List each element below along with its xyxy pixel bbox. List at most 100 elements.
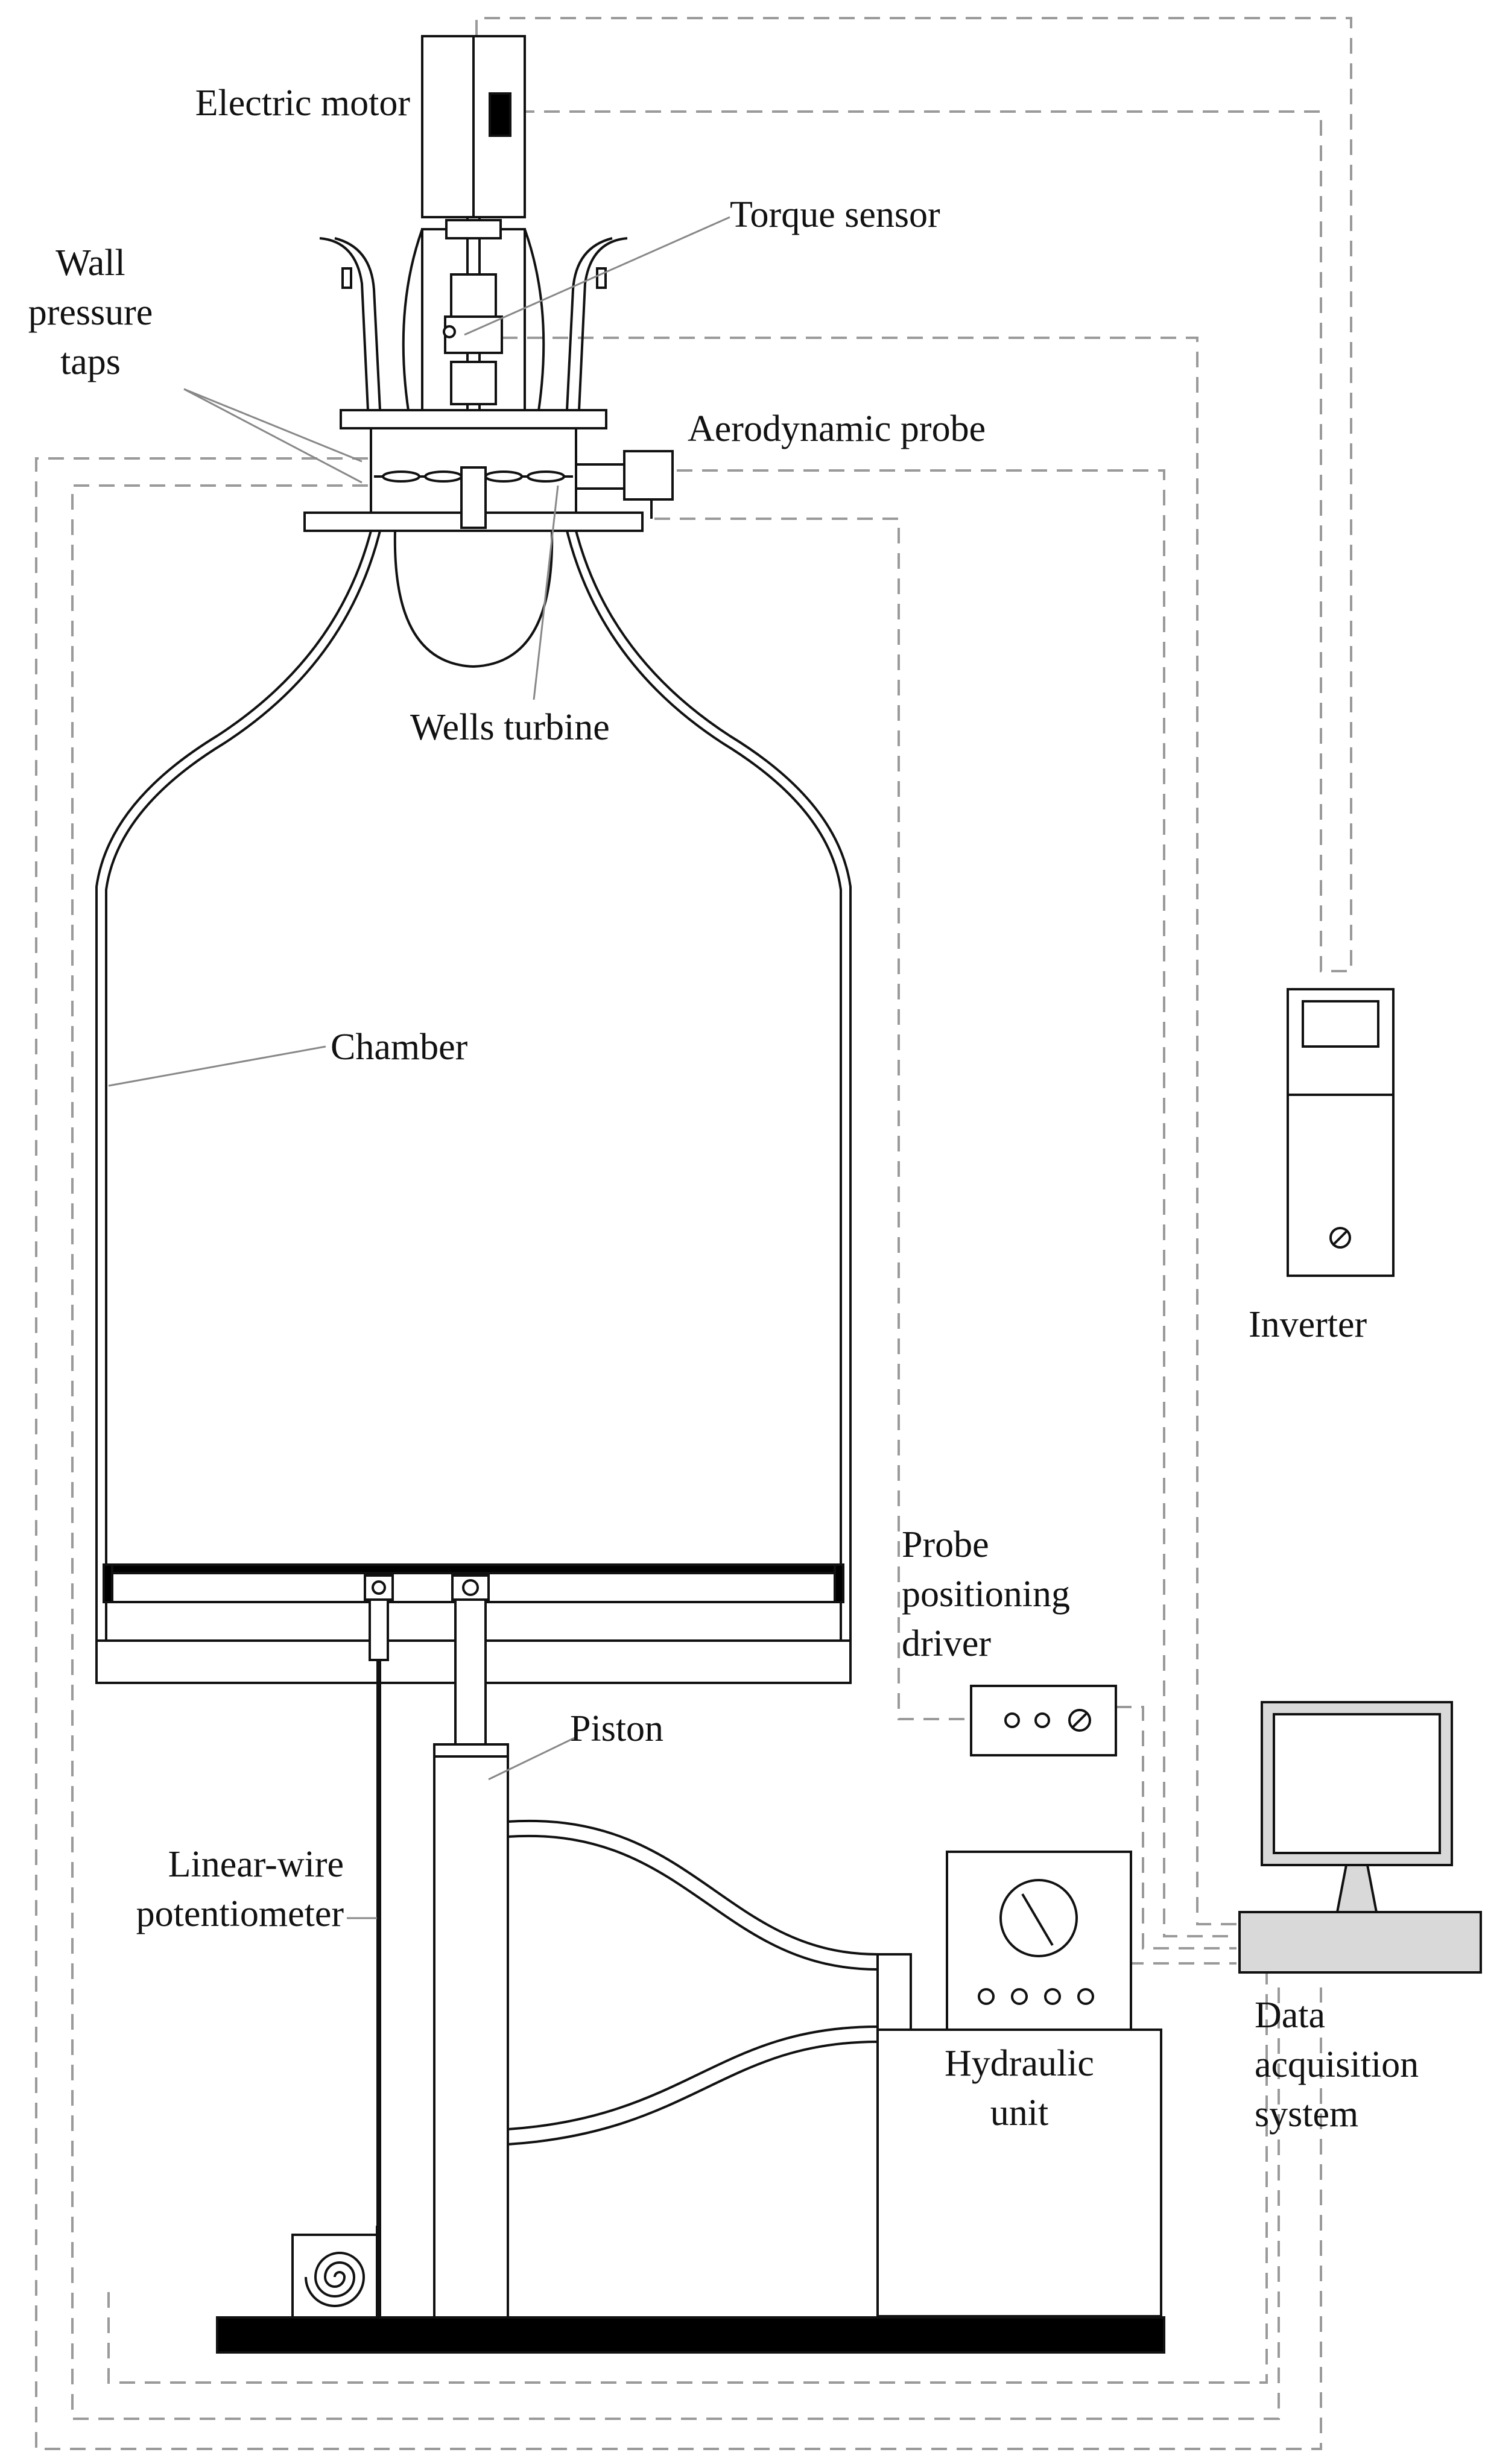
monitor-screen <box>1273 1713 1441 1854</box>
label-probe-positioning-driver-line-2: positioning <box>902 1574 1071 1615</box>
probe-stem <box>575 463 625 490</box>
cable-wall-taps-outer <box>35 457 1322 2450</box>
label-aerodynamic-probe: Aerodynamic probe <box>688 408 986 449</box>
label-wall-pressure-taps: Wall pressure taps <box>0 238 181 387</box>
leader-piston <box>488 1736 577 1781</box>
label-data-acquisition-system-line-2: acquisition <box>1255 2044 1419 2085</box>
piston-head-top <box>103 1563 844 1574</box>
label-hydraulic-unit-line-2: unit <box>990 2092 1049 2133</box>
piston-clamp-pin <box>462 1579 479 1596</box>
cable-wall-taps-inner <box>71 484 1280 2420</box>
leader-wall-taps-1 <box>183 388 363 463</box>
control-knob-4 <box>1077 1988 1094 2005</box>
leader-wall-taps-2 <box>183 388 363 484</box>
cable-motor-inverter <box>475 17 1352 972</box>
cable-potentiometer <box>107 1968 1268 2384</box>
label-probe-positioning-driver: Probe positioning driver <box>902 1520 1070 1668</box>
chamber-inner-wall <box>105 530 381 1641</box>
hose-lower-outer <box>507 2041 878 2146</box>
label-linear-wire-potentiometer-line-1: Linear-wire <box>168 1844 344 1885</box>
label-wall-pressure-taps-line-2: pressure <box>28 292 153 333</box>
pressure-gauge <box>999 1879 1078 1957</box>
label-linear-wire-potentiometer: Linear-wire potentiometer <box>24 1840 344 1939</box>
signal-cables <box>35 17 1352 2450</box>
probe-head <box>623 450 674 501</box>
bellmouth-right <box>578 237 628 411</box>
cable-driver-daq <box>1116 1706 1236 1949</box>
nose-cone <box>393 530 554 668</box>
label-hydraulic-unit-line-1: Hydraulic <box>945 2043 1094 2084</box>
rotor-blade-1 <box>382 470 420 483</box>
motor-frame-cone-left <box>402 229 423 423</box>
label-probe-positioning-driver-line-1: Probe <box>902 1524 989 1565</box>
hydraulic-unit <box>216 1819 1165 2354</box>
leader-torque-sensor <box>464 216 730 336</box>
piston-head-left-edge <box>103 1563 113 1603</box>
intake-tap-right <box>596 267 607 289</box>
probe-driver-led-1 <box>1004 1712 1020 1728</box>
motor-frame-cone-right <box>524 229 545 423</box>
piston-assembly <box>291 1574 509 2320</box>
control-knob-1 <box>978 1988 995 2005</box>
probe-driver <box>970 1685 1117 1756</box>
rotor-blade-4 <box>527 470 565 483</box>
hose-lower-inner <box>507 2025 878 2130</box>
piston-rod <box>454 1598 487 1746</box>
rotor-blade-3 <box>484 470 523 483</box>
probe-driver-led-2 <box>1034 1712 1050 1728</box>
label-chamber: Chamber <box>331 1027 468 1068</box>
hose-upper-inner <box>507 1834 878 1971</box>
leader-chamber <box>108 1045 326 1087</box>
label-hydraulic-unit: Hydraulic unit <box>893 2039 1146 2138</box>
inverter-display <box>1302 1000 1379 1048</box>
label-piston: Piston <box>570 1708 664 1749</box>
torque-sensor-lower <box>450 361 497 405</box>
chamber-inner-wall-right <box>566 530 842 1641</box>
inverter-knob-slot <box>1333 1230 1347 1245</box>
turbine-assembly <box>303 35 674 668</box>
label-torque-sensor: Torque sensor <box>730 194 940 235</box>
intake-tap-left <box>341 267 352 289</box>
rotor-blade-2 <box>424 470 463 483</box>
cable-torque-daq <box>477 337 1236 1925</box>
monitor-stand <box>1335 1864 1378 1913</box>
leader-lines <box>108 216 730 1919</box>
daq-computer <box>1238 1701 1482 1974</box>
bellmouth-left <box>319 237 369 411</box>
upper-flange <box>340 409 607 429</box>
control-knob-3 <box>1044 1988 1061 2005</box>
torque-sensor-connector <box>443 325 456 338</box>
label-probe-positioning-driver-line-3: driver <box>902 1623 992 1664</box>
hydraulic-connector <box>876 1953 912 2031</box>
label-wall-pressure-taps-line-3: taps <box>60 341 121 382</box>
label-wall-pressure-taps-line-1: Wall <box>55 242 125 283</box>
probe-driver-knob-slot <box>1072 1712 1088 1728</box>
potentiometer-clamp-pin <box>372 1580 386 1595</box>
label-data-acquisition-system-line-3: system <box>1255 2094 1359 2135</box>
piston-cylinder <box>433 1743 509 2319</box>
hose-upper-outer <box>507 1819 878 1956</box>
computer-base <box>1238 1911 1482 1974</box>
label-inverter: Inverter <box>1249 1304 1367 1345</box>
torque-sensor-upper <box>450 273 497 318</box>
potentiometer-reel-spiral <box>305 2252 366 2307</box>
label-wells-turbine: Wells turbine <box>410 707 610 748</box>
electric-motor-terminal <box>489 92 511 137</box>
cable-probe-driver <box>651 469 1236 1937</box>
pressure-gauge-needle <box>1021 1893 1054 1946</box>
chamber-outer-wall <box>95 530 372 1641</box>
potentiometer-slider <box>369 1598 389 1661</box>
leader-wells-turbine <box>533 485 559 700</box>
inverter <box>1287 988 1395 1277</box>
label-data-acquisition-system-line-1: Data <box>1255 1995 1326 2036</box>
label-linear-wire-potentiometer-line-2: potentiometer <box>136 1893 344 1934</box>
label-data-acquisition-system: Data acquisition system <box>1255 1991 1419 2139</box>
control-knob-2 <box>1011 1988 1028 2005</box>
upper-coupling <box>445 219 502 239</box>
piston-head-right-edge <box>834 1563 844 1603</box>
rotor-hub <box>460 466 487 529</box>
label-electric-motor: Electric motor <box>195 83 410 124</box>
hydraulic-tank <box>876 2029 1162 2317</box>
